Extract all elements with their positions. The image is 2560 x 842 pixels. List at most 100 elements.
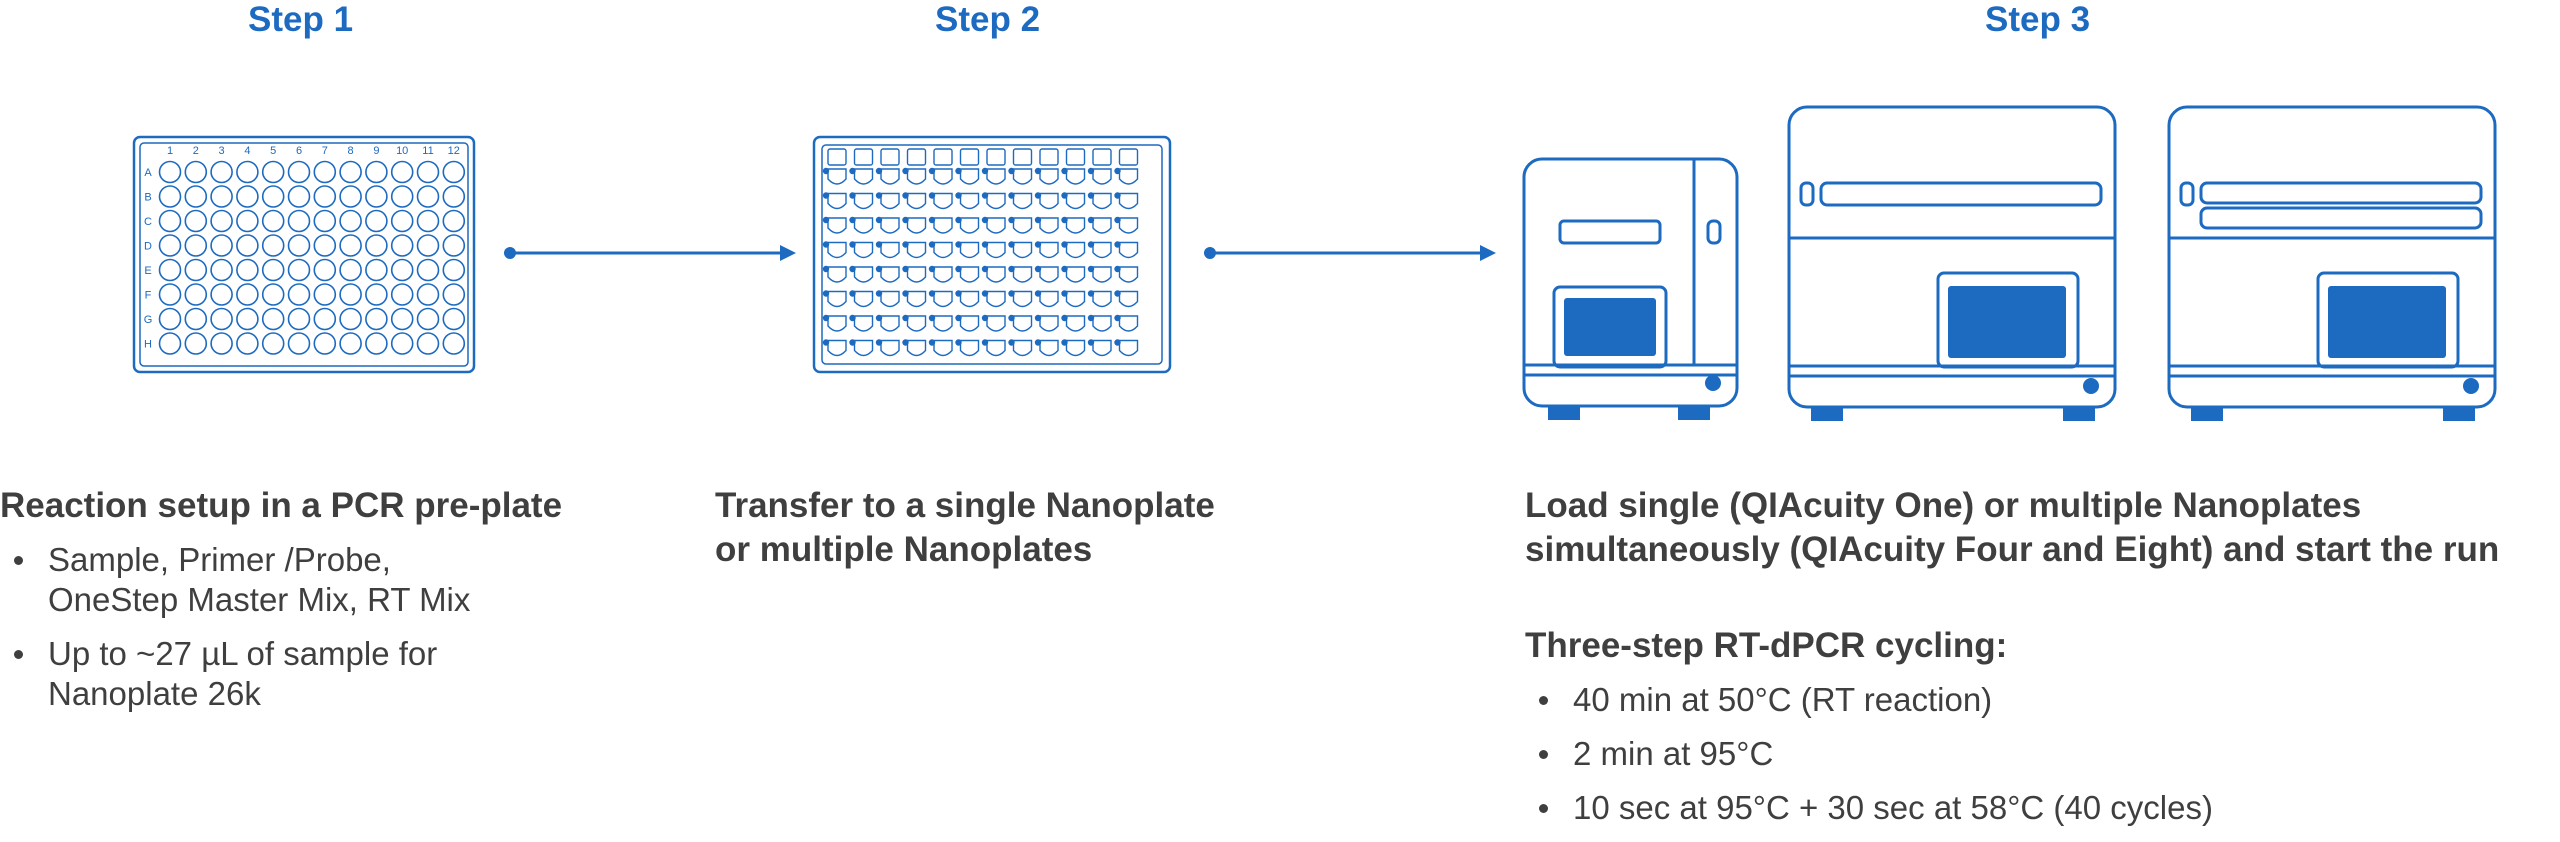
nanoplate-inlet <box>875 265 883 273</box>
nanoplate-inlet <box>902 290 909 297</box>
well <box>261 160 285 184</box>
well <box>261 332 285 355</box>
nanoplate-well <box>1065 339 1086 357</box>
nanoplate-well <box>986 290 1006 308</box>
well <box>390 185 414 208</box>
nanoplate-tab <box>906 148 927 166</box>
nanoplate-well <box>1012 266 1033 283</box>
well <box>184 234 208 257</box>
arrow-icon <box>504 245 796 261</box>
nanoplate-well <box>1118 290 1139 308</box>
nanoplate-inlet <box>849 265 856 273</box>
well <box>416 234 440 257</box>
row-label: G <box>144 314 153 326</box>
well <box>339 160 362 184</box>
nanoplate-well <box>933 217 953 234</box>
well <box>158 209 182 233</box>
well <box>287 209 311 233</box>
nanoplate-inlet <box>981 216 989 224</box>
column-label: 12 <box>448 145 460 157</box>
nanoplate-inlet <box>981 290 989 297</box>
nanoplate-well <box>827 266 847 283</box>
well <box>416 185 440 208</box>
well <box>313 209 337 233</box>
well <box>236 185 259 208</box>
nanoplate-inlet <box>1061 192 1068 199</box>
nanoplate-inlet <box>849 241 856 248</box>
well <box>184 307 208 331</box>
well <box>184 283 208 306</box>
nanoplate-well <box>827 315 847 332</box>
well <box>287 185 311 208</box>
nanoplate-well <box>1012 192 1033 210</box>
column-label: 9 <box>373 145 379 157</box>
well <box>236 234 259 257</box>
nanoplate-well <box>1065 315 1086 332</box>
nanoplate-well <box>1012 339 1033 357</box>
nanoplate-inlet <box>1034 314 1042 322</box>
well <box>158 307 182 331</box>
nanoplate-icon <box>812 135 1172 374</box>
nanoplate-well <box>1039 290 1059 308</box>
nanoplate-inlet <box>1087 339 1095 346</box>
row-label: A <box>144 167 152 179</box>
nanoplate-well <box>933 339 953 357</box>
nanoplate-inlet <box>822 265 830 273</box>
nanoplate-well <box>1092 192 1112 210</box>
nanoplate-tab <box>1012 148 1033 166</box>
nanoplate-tab <box>880 148 900 166</box>
nanoplate-well <box>1065 217 1086 234</box>
plate-outline <box>132 135 476 374</box>
nanoplate-inlet <box>1008 314 1015 322</box>
nanoplate-well <box>1092 315 1112 332</box>
nanoplate-well <box>1092 266 1112 283</box>
well <box>210 307 233 331</box>
column-label: 10 <box>396 145 408 157</box>
nanoplate-inlet <box>875 314 883 322</box>
nanoplate-tab <box>933 148 953 166</box>
step-2-heading: Transfer to a single Nanoplate or multip… <box>715 484 1215 572</box>
well <box>416 258 440 282</box>
nanoplate-well <box>986 217 1006 234</box>
nanoplate-well <box>827 192 847 210</box>
nanoplate-inlet <box>1087 167 1095 175</box>
nanoplate-inlet <box>902 265 909 273</box>
nanoplate-well <box>1039 315 1059 332</box>
nanoplate-well <box>880 192 900 210</box>
well <box>313 283 337 306</box>
nanoplate-well <box>959 290 980 308</box>
nanoplate-well <box>906 168 927 185</box>
nanoplate-well <box>880 266 900 283</box>
step-1-bullets: Sample, Primer /Probe, OneStep Master Mi… <box>0 540 470 728</box>
heading-line: Transfer to a single Nanoplate <box>715 486 1215 525</box>
nanoplate-inlet <box>875 241 883 248</box>
well <box>158 234 182 257</box>
nanoplate-inlet <box>1034 290 1042 297</box>
nanoplate-inlet <box>981 192 989 199</box>
well <box>184 332 208 355</box>
nanoplate-well <box>1039 217 1059 234</box>
column-label: 2 <box>193 145 199 157</box>
nanoplate-inlet <box>955 192 962 199</box>
well <box>339 185 362 208</box>
nanoplate-well <box>1092 290 1112 308</box>
well <box>442 283 466 306</box>
nanoplate-well <box>906 241 927 259</box>
nanoplate-inlet <box>955 216 962 224</box>
nanoplate-tab <box>827 148 847 166</box>
nanoplate-inlet <box>955 167 962 175</box>
nanoplate-inlet <box>1008 192 1015 199</box>
nanoplate-tab <box>1039 148 1059 166</box>
plate-inner-outline <box>139 142 469 367</box>
well <box>442 209 466 233</box>
nanoplate-inlet <box>1114 241 1121 248</box>
nanoplate-well <box>1118 315 1139 332</box>
nanoplate-inlet <box>1087 192 1095 199</box>
nanoplate-inlet <box>822 290 830 297</box>
well <box>210 234 233 257</box>
nanoplate-inlet <box>928 339 936 346</box>
well <box>313 234 337 257</box>
step-1-heading: Reaction setup in a PCR pre-plate <box>0 486 563 525</box>
nanoplate-well <box>880 217 900 234</box>
